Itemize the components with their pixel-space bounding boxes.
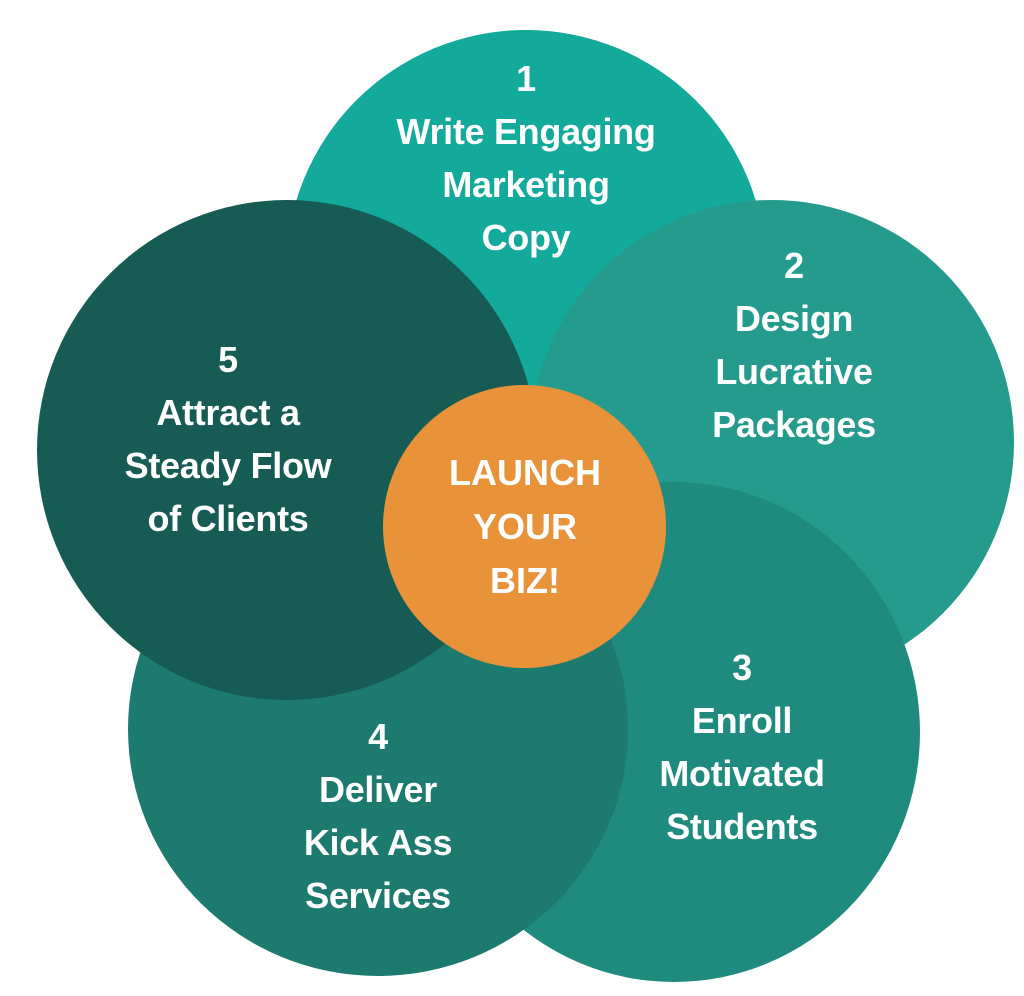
step-2-line-2: Lucrative bbox=[715, 351, 873, 392]
step-4-line-3: Services bbox=[305, 875, 451, 916]
step-1-line-1: Write Engaging bbox=[396, 111, 656, 152]
step-5-number: 5 bbox=[218, 339, 238, 380]
step-5-line-2: Steady Flow bbox=[124, 445, 332, 486]
step-3-label: 3 Enroll Motivated Students bbox=[592, 641, 892, 853]
step-5-line-1: Attract a bbox=[156, 392, 300, 433]
center-line-2: YOUR bbox=[472, 506, 577, 547]
step-2-label: 2 Design Lucrative Packages bbox=[644, 239, 944, 451]
step-5-label: 5 Attract a Steady Flow of Clients bbox=[78, 333, 378, 545]
step-3-number: 3 bbox=[732, 647, 752, 688]
step-2-line-1: Design bbox=[734, 298, 854, 339]
step-3-line-1: Enroll bbox=[691, 700, 793, 741]
center-label: LAUNCH YOUR BIZ! bbox=[384, 446, 666, 608]
step-3-line-2: Motivated bbox=[659, 753, 825, 794]
step-1-label: 1 Write Engaging Marketing Copy bbox=[326, 52, 726, 264]
step-1-line-3: Copy bbox=[481, 217, 571, 258]
step-2-number: 2 bbox=[784, 245, 804, 286]
step-5-line-3: of Clients bbox=[147, 498, 309, 539]
step-2-line-3: Packages bbox=[712, 404, 876, 445]
step-4-number: 4 bbox=[368, 716, 388, 757]
center-line-1: LAUNCH bbox=[449, 452, 601, 493]
step-4-line-1: Deliver bbox=[319, 769, 437, 810]
step-4-line-2: Kick Ass bbox=[303, 822, 453, 863]
center-line-3: BIZ! bbox=[490, 560, 560, 601]
center-circle bbox=[383, 385, 666, 668]
step-1-line-2: Marketing bbox=[442, 164, 610, 205]
step-3-line-3: Students bbox=[666, 806, 818, 847]
step-1-number: 1 bbox=[516, 58, 536, 99]
step-4-label: 4 Deliver Kick Ass Services bbox=[228, 710, 528, 922]
